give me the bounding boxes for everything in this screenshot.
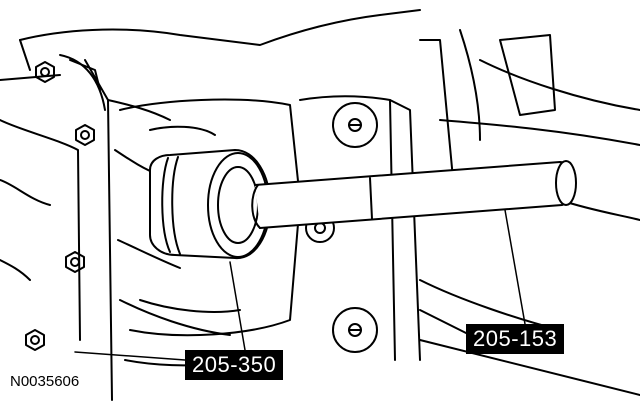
stud (332, 307, 378, 353)
leader-lines (74, 209, 526, 361)
bolt (25, 329, 45, 351)
stud (332, 102, 378, 148)
driver-handle (251, 160, 577, 229)
installer-collar (149, 149, 271, 260)
figure-id: N0035606 (10, 373, 80, 390)
studs (305, 102, 378, 353)
bolt (35, 61, 55, 83)
flange-bolts (25, 61, 95, 351)
crossmember (299, 29, 640, 396)
tool-label-205-153: 205-153 (466, 324, 565, 354)
bolt (75, 124, 95, 146)
tool-label-205-350: 205-350 (185, 350, 284, 380)
bolt (65, 251, 85, 273)
extension-housing (119, 98, 301, 337)
